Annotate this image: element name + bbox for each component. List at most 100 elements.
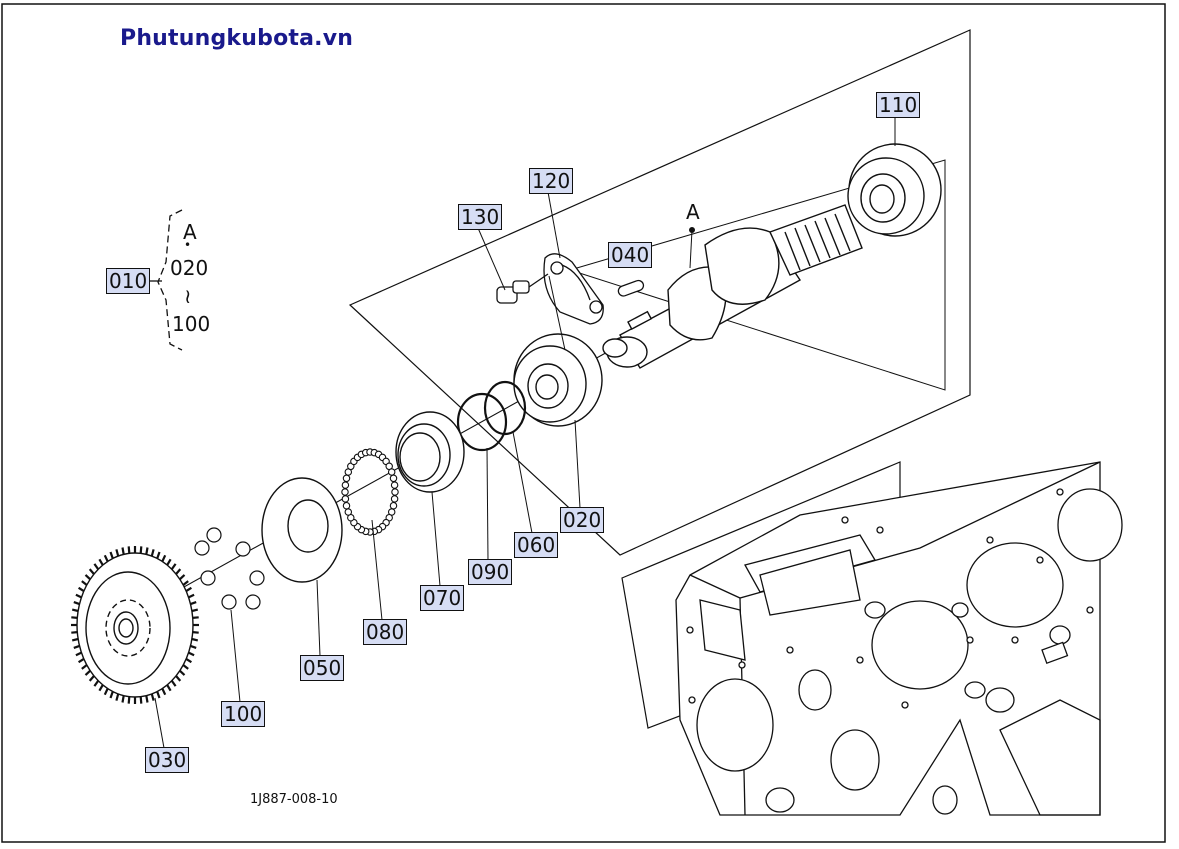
callout-030[interactable]: 030	[145, 747, 190, 773]
callout-050[interactable]: 050	[300, 655, 345, 681]
gear-tooth	[139, 546, 143, 554]
roller-ball	[390, 495, 399, 503]
gear-tooth	[103, 688, 109, 696]
engine-block	[675, 461, 1123, 816]
gear-tooth	[175, 675, 182, 682]
callout-080[interactable]: 080	[363, 619, 408, 645]
gear-tooth	[93, 563, 100, 570]
gear-tooth	[192, 631, 199, 634]
gear-tooth	[121, 695, 125, 703]
roller-ball	[389, 474, 398, 483]
assembly-frame-outer	[348, 29, 971, 556]
shaft-marker-label: A	[686, 200, 700, 224]
gear-tooth	[73, 644, 80, 649]
brand-watermark: Phutungkubota.vn	[120, 26, 354, 51]
gear-tooth	[166, 558, 172, 566]
gear-tooth	[71, 608, 79, 613]
group-ref-letter: A	[183, 220, 197, 244]
roller-ball	[389, 501, 398, 510]
gear-tooth	[93, 680, 100, 687]
gear-tooth	[179, 669, 186, 676]
gear-tooth	[98, 684, 104, 692]
gear-tooth	[182, 664, 189, 670]
group-ref-dot: •	[184, 238, 192, 252]
gear-tooth	[115, 693, 120, 701]
group-bracket	[150, 209, 183, 351]
roller-ball	[390, 481, 399, 489]
callout-110[interactable]: 110	[876, 92, 921, 118]
gear-tooth	[175, 568, 182, 575]
gear-tooth	[84, 669, 91, 676]
gear-tooth	[98, 558, 104, 566]
callout-130[interactable]: 130	[458, 204, 503, 230]
gear-tooth	[71, 616, 78, 619]
callout-010[interactable]: 010	[106, 268, 151, 294]
roller-ball	[387, 468, 396, 476]
gear-tooth	[71, 631, 78, 634]
gear-tooth	[145, 547, 149, 555]
group-range-end: 100	[172, 312, 211, 336]
callout-040[interactable]: 040	[608, 242, 653, 268]
gear-tooth	[127, 546, 131, 554]
gear-tooth	[81, 664, 88, 670]
balls-100	[194, 527, 265, 610]
callout-090[interactable]: 090	[468, 559, 513, 585]
gear-tooth	[88, 675, 95, 682]
gear-tooth	[127, 696, 131, 704]
gear-tooth	[170, 563, 177, 570]
gear-tooth	[191, 608, 199, 613]
gear-tooth	[84, 574, 91, 581]
gear-tooth	[179, 574, 186, 581]
retainer-plate-120	[543, 253, 604, 325]
page-border	[1, 3, 1166, 843]
gear-tooth	[75, 651, 82, 657]
gear-tooth	[71, 637, 79, 642]
ring-060	[483, 380, 527, 436]
gear-tooth	[156, 691, 161, 699]
gear-tooth	[109, 551, 114, 559]
gear-tooth	[121, 547, 125, 555]
gear-tooth	[190, 601, 197, 606]
gear-tooth	[78, 586, 85, 593]
gear-tooth	[78, 657, 85, 664]
gear-tooth	[150, 693, 155, 701]
bolt-130	[496, 273, 549, 304]
gear-tooth	[182, 580, 189, 586]
gear-tooth	[88, 568, 95, 575]
group-range-start: 020	[170, 256, 209, 280]
roller-ball	[341, 481, 350, 489]
roller-ball	[344, 508, 353, 516]
bearing-110	[847, 143, 942, 237]
roller-ball	[342, 474, 351, 483]
gear-tooth	[150, 549, 155, 557]
roller-ball	[391, 488, 399, 496]
callout-100[interactable]: 100	[221, 701, 266, 727]
gear-tooth	[139, 696, 143, 704]
gear-tooth	[192, 616, 199, 619]
bearing-020	[513, 333, 603, 427]
gear-tooth	[161, 554, 167, 562]
gear-tooth	[103, 554, 109, 562]
gear-tooth	[75, 593, 82, 599]
gear-tooth	[185, 586, 192, 593]
ring-090	[456, 392, 508, 452]
callout-120[interactable]: 120	[529, 168, 574, 194]
gear-tooth	[161, 688, 167, 696]
callout-020[interactable]: 020	[560, 507, 605, 533]
roller-ball	[341, 488, 349, 496]
gear-tooth	[81, 580, 88, 586]
gear-tooth	[145, 695, 149, 703]
group-range-tilde: ≀	[184, 284, 192, 308]
gear-tooth	[115, 549, 120, 557]
gear-tooth	[156, 551, 161, 559]
gear-tooth	[109, 691, 114, 699]
gear-tooth	[188, 593, 195, 599]
gear-tooth	[190, 644, 197, 649]
drawing-number: 1J887-008-10	[250, 792, 338, 807]
gear-tooth	[170, 680, 177, 687]
callout-070[interactable]: 070	[420, 585, 465, 611]
callout-060[interactable]: 060	[514, 532, 559, 558]
gear-tooth	[185, 657, 192, 664]
